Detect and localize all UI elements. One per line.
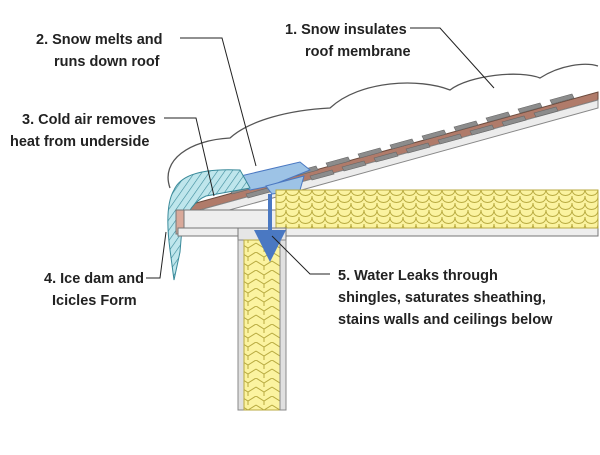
snow-layer xyxy=(167,63,599,189)
callout-3-line1: 3. Cold air removes xyxy=(22,112,156,128)
callout-1-line1: 1. Snow insulates xyxy=(285,22,407,38)
callout-5-line1: 5. Water Leaks through xyxy=(338,268,498,284)
attic-insulation xyxy=(275,189,599,229)
soffit-board xyxy=(177,209,283,229)
leader-lines xyxy=(146,27,495,279)
interior-wall xyxy=(279,239,287,411)
callout-3-line2: heat from underside xyxy=(10,134,149,150)
wall-insulation xyxy=(243,239,281,411)
callout-1-line2: roof membrane xyxy=(305,44,411,60)
callout-5-line3: stains walls and ceilings below xyxy=(338,312,553,328)
callout-5-line2: shingles, saturates sheathing, xyxy=(338,290,546,306)
ice-dam xyxy=(167,169,251,281)
callout-2-line2: runs down roof xyxy=(54,54,160,70)
callout-2-line1: 2. Snow melts and xyxy=(36,32,163,48)
callout-4-line1: 4. Ice dam and xyxy=(44,271,144,287)
wall-sheathing xyxy=(237,239,245,411)
callout-4-line2: Icicles Form xyxy=(52,293,137,309)
